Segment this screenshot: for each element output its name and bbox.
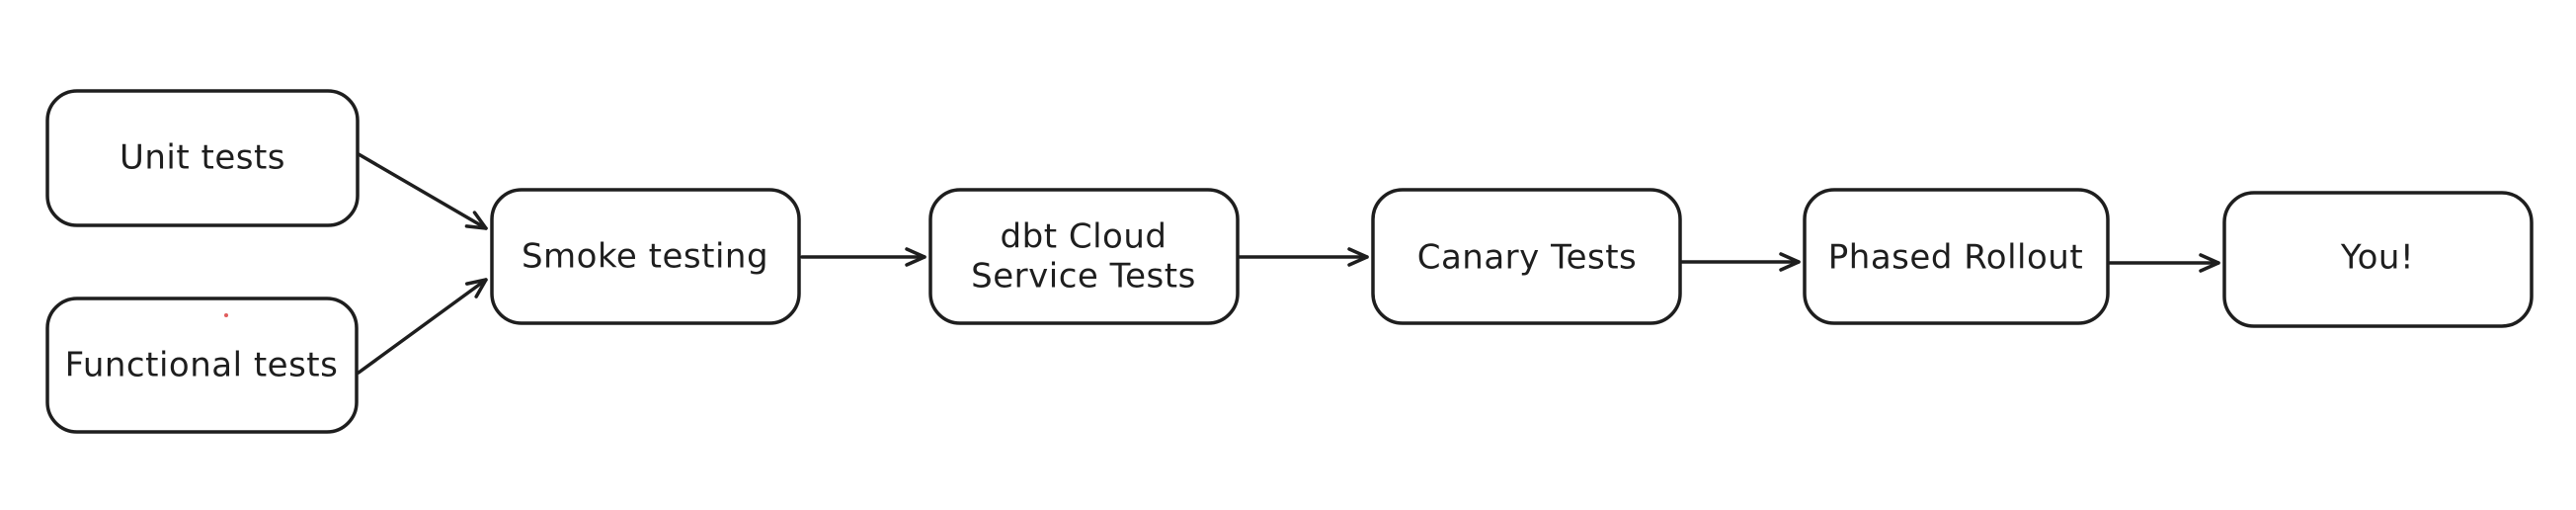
node-box xyxy=(45,297,359,434)
node-dbt-cloud-service-tests: dbt Cloud Service Tests xyxy=(928,188,1240,325)
node-box xyxy=(490,188,801,325)
node-box xyxy=(2222,191,2534,328)
node-box xyxy=(1371,188,1682,325)
node-functional-tests: Functional tests xyxy=(45,297,359,434)
node-unit-tests: Unit tests xyxy=(45,89,360,227)
node-label: Functional tests xyxy=(65,346,339,385)
node-box xyxy=(45,89,360,227)
node-canary-tests: Canary Tests xyxy=(1371,188,1682,325)
node-you: You! xyxy=(2222,191,2534,328)
node-phased-rollout: Phased Rollout xyxy=(1803,188,2110,325)
node-box xyxy=(1803,188,2110,325)
node-label: Canary Tests xyxy=(1417,238,1638,278)
node-box xyxy=(928,188,1240,325)
edges-layer xyxy=(357,152,2220,375)
arrow-line xyxy=(357,278,488,375)
red-dot-artifact xyxy=(224,313,228,317)
node-label: You! xyxy=(2340,238,2414,278)
nodes-layer: Unit tests Functional tests Smoke testin… xyxy=(45,89,2534,434)
node-label-line-2: Service Tests xyxy=(971,257,1196,297)
node-label: Unit tests xyxy=(120,138,285,178)
node-label: Phased Rollout xyxy=(1828,238,2083,278)
node-label: Smoke testing xyxy=(522,237,768,277)
arrow-line xyxy=(357,152,488,230)
node-smoke-testing: Smoke testing xyxy=(490,188,801,325)
node-label-line-1: dbt Cloud xyxy=(1001,217,1167,257)
edge-functional-tests-to-smoke-testing xyxy=(357,278,488,375)
edge-unit-tests-to-smoke-testing xyxy=(357,152,488,230)
